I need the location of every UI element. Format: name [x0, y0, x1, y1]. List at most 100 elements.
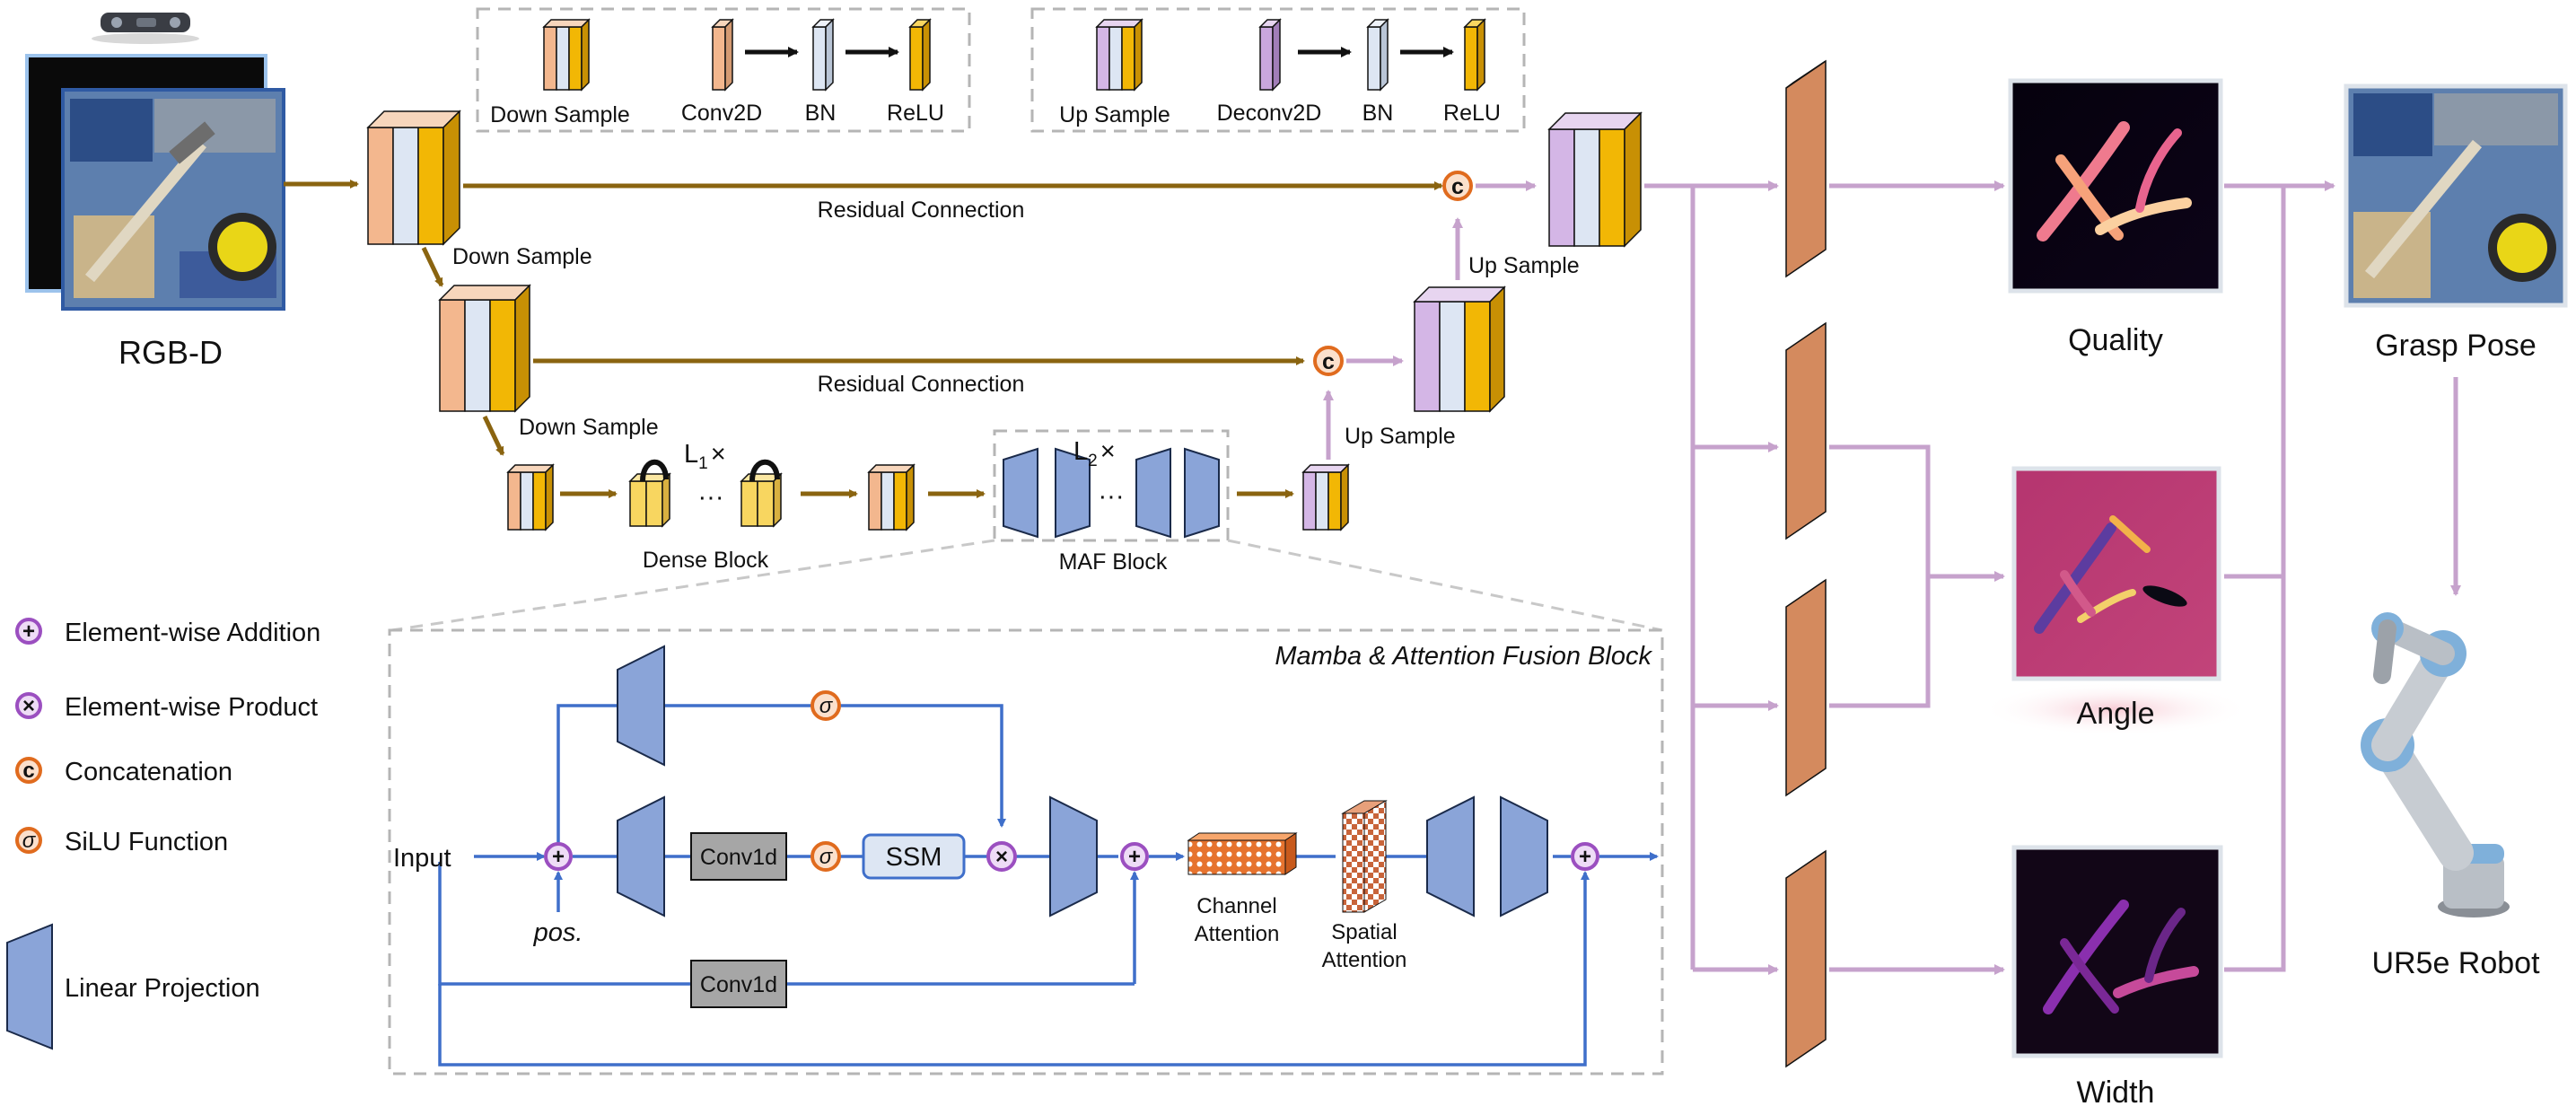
head-block-3	[1785, 578, 1827, 797]
up-sample-label-2: Up Sample	[1468, 253, 1580, 278]
decoder-block-mid	[1413, 285, 1506, 413]
head-connectors	[1644, 180, 2461, 975]
svg-text:+: +	[1579, 845, 1591, 869]
pos-label: pos.	[533, 918, 583, 947]
fusion-linear-proj-main	[617, 795, 665, 917]
dense-block-label: Dense Block	[643, 548, 769, 573]
quality-map	[2008, 78, 2223, 294]
encoder-block-1	[366, 110, 461, 246]
dense-block: ··· L1× Dense Block	[628, 440, 783, 573]
fusion-product-node: ×	[986, 841, 1017, 872]
ssm-block: SSM	[862, 833, 966, 880]
fusion-linear-proj-6	[1500, 795, 1548, 917]
grasp-pose-label: Grasp Pose	[2375, 329, 2537, 363]
svg-text:c: c	[1451, 174, 1464, 199]
head-block-1	[1785, 59, 1827, 278]
bn-layer-icon	[811, 18, 835, 92]
fusion-linear-proj-5	[1426, 795, 1475, 917]
down-sample-layer-icon	[542, 18, 591, 92]
up-sample-label-1: Up Sample	[1345, 424, 1456, 449]
svg-text:SSM: SSM	[886, 843, 942, 872]
ur5e-robot-icon	[2361, 612, 2510, 917]
depth-camera-icon	[92, 13, 199, 44]
bottleneck-block-mid	[867, 463, 916, 531]
up-sample-layer-icon	[1095, 18, 1143, 92]
svg-text:+: +	[552, 845, 565, 869]
addition-legend-icon: +	[15, 618, 42, 645]
residual-connection-label-1: Residual Connection	[818, 198, 1025, 223]
fusion-add-node-3: +	[1571, 842, 1599, 871]
encoder-block-2	[438, 284, 531, 413]
fusion-silu-node-top: σ	[810, 690, 841, 721]
legend-addition: Element-wise Addition	[65, 619, 320, 647]
svg-text:Spatial: Spatial	[1331, 920, 1397, 944]
fusion-block-zoom-lines	[390, 539, 1663, 632]
fusion-silu-node-main: σ	[810, 841, 841, 872]
robot-label: UR5e Robot	[2371, 946, 2540, 980]
down-sample-label-1: Down Sample	[452, 244, 592, 269]
svg-text:σ: σ	[819, 694, 834, 718]
legend-bn-1: BN	[805, 101, 837, 126]
maf-repeat-label: L2×	[1073, 437, 1116, 470]
width-map	[2011, 845, 2223, 1058]
maf-block-label: MAF Block	[1059, 549, 1168, 575]
spatial-attention-block: Spatial Attention	[1322, 800, 1407, 972]
angle-label: Angle	[2077, 697, 2155, 731]
svg-text:×: ×	[22, 694, 35, 718]
bn-layer-icon-2	[1366, 18, 1389, 92]
fusion-conv1d-main: Conv1d	[690, 832, 787, 881]
conv2d-layer-icon	[711, 18, 734, 92]
maf-ellipsis: ···	[1099, 482, 1125, 511]
legend-relu-1: ReLU	[887, 101, 944, 126]
linear-projection-legend-icon	[6, 923, 53, 1050]
silu-legend-icon: σ	[15, 827, 42, 854]
decoder-block-bottom	[1301, 463, 1350, 531]
maf-linear-proj-3	[1135, 447, 1171, 539]
svg-text:Attention: Attention	[1322, 948, 1407, 972]
legend-relu-2: ReLU	[1443, 101, 1501, 126]
fusion-input-label: Input	[393, 844, 451, 873]
maf-block: ··· L2× MAF Block	[993, 429, 1230, 575]
rgbd-label: RGB-D	[118, 334, 223, 371]
fusion-add-node-2: +	[1120, 842, 1149, 871]
svg-text:c: c	[22, 759, 34, 783]
dense-layer-2	[740, 472, 783, 528]
fusion-block: Mamba & Attention Fusion Block Input pos…	[388, 628, 1664, 1075]
legend-conv2d: Conv2D	[681, 101, 762, 126]
svg-text:Channel: Channel	[1196, 894, 1276, 918]
channel-attention-block: Channel Attention	[1187, 832, 1298, 946]
fusion-block-title: Mamba & Attention Fusion Block	[1275, 642, 1652, 671]
deconv2d-layer-icon	[1258, 18, 1282, 92]
angle-map	[2011, 466, 2221, 681]
dense-ellipsis: ···	[698, 483, 724, 512]
down-sample-label-2: Down Sample	[519, 415, 659, 440]
relu-layer-icon	[908, 18, 932, 92]
grasp-pose-image	[2344, 83, 2568, 308]
rgbd-input-image	[25, 54, 285, 311]
fusion-conv1d-skip: Conv1d	[690, 960, 787, 1008]
svg-text:c: c	[1322, 349, 1335, 374]
svg-text:Conv1d: Conv1d	[700, 972, 777, 997]
fusion-linear-proj-top	[617, 645, 665, 767]
residual-connection-label-2: Residual Connection	[818, 372, 1025, 397]
quality-label: Quality	[2068, 323, 2163, 357]
svg-text:Conv1d: Conv1d	[700, 845, 777, 870]
fusion-add-node-1: +	[544, 842, 573, 871]
legend-downsample-box: Down Sample Conv2D BN ReLU	[476, 7, 971, 133]
concat-node-2: c	[1313, 346, 1344, 376]
legend-linear: Linear Projection	[65, 974, 260, 1003]
dense-layer-1	[628, 472, 671, 528]
legend-up-sample: Up Sample	[1059, 102, 1170, 127]
relu-layer-icon-2	[1463, 18, 1486, 92]
legend-silu: SiLU Function	[65, 828, 228, 856]
legend-upsample-box: Up Sample Deconv2D BN ReLU	[1030, 7, 1526, 133]
legend-ops: + Element-wise Addition × Element-wise P…	[6, 618, 320, 1050]
concat-node-1: c	[1442, 171, 1473, 201]
decoder-block-top	[1547, 111, 1643, 248]
svg-text:Attention: Attention	[1195, 922, 1280, 946]
svg-text:σ: σ	[819, 845, 834, 869]
maf-linear-proj-2	[1055, 447, 1091, 539]
legend-product: Element-wise Product	[65, 693, 318, 722]
dense-repeat-label: L1×	[684, 440, 726, 473]
